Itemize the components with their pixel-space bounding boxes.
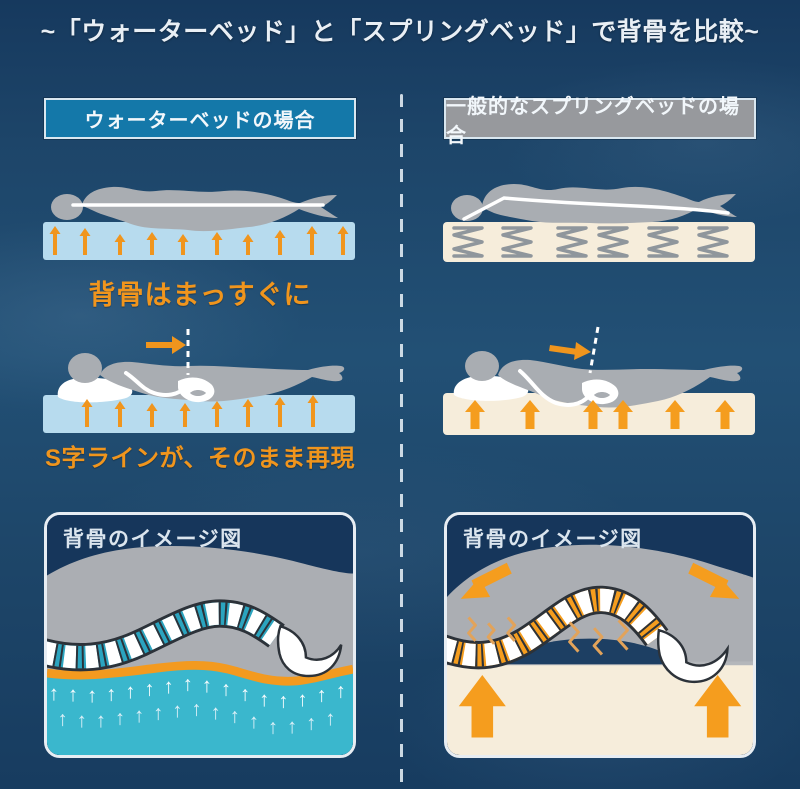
- uplift-arrows: [49, 226, 349, 255]
- svg-text:↑: ↑: [134, 704, 144, 727]
- springbed-topview-illustration: [443, 184, 755, 262]
- svg-text:↑: ↑: [125, 680, 135, 703]
- panel-title: 背骨のイメージ図: [63, 528, 243, 551]
- page-title: ~「ウォーターベッド」と「スプリングベッド」で背骨を比較~: [40, 18, 760, 46]
- svg-text:↑: ↑: [316, 684, 326, 707]
- svg-text:↑: ↑: [58, 708, 68, 731]
- uplift-arrows: [465, 400, 735, 429]
- water-pressure-arrows: ↑↑↑↑↑↑↑↑↑↑↑↑↑↑↑↑↑↑↑↑↑↑↑↑↑↑↑↑↑↑↑: [49, 673, 346, 739]
- s-curve-spine-line: [124, 371, 188, 397]
- svg-text:↑: ↑: [259, 688, 269, 711]
- svg-text:↑: ↑: [144, 678, 154, 701]
- waterbed-header: ウォーターベッドの場合: [44, 98, 356, 139]
- svg-text:↑: ↑: [230, 705, 240, 728]
- sacrum-shape: [276, 624, 343, 678]
- arm-notch: [190, 390, 206, 396]
- waterbed-caption-straight-spine: 背骨はまっすぐに: [88, 280, 312, 310]
- arm-notch: [594, 392, 610, 398]
- stress-squiggle-icons: [467, 616, 629, 656]
- svg-text:↑: ↑: [325, 707, 335, 730]
- svg-text:↑: ↑: [249, 710, 259, 733]
- svg-text:↑: ↑: [172, 699, 182, 722]
- waterbed-topview-illustration: [43, 186, 355, 260]
- spine-vertebrae-chain: [47, 599, 285, 672]
- springbed-header: 一般的なスプリングベッドの場合: [444, 96, 756, 147]
- spine-vertebrae-chain: [447, 585, 669, 670]
- svg-text:↑: ↑: [202, 674, 212, 697]
- support-surface-band: [47, 661, 353, 686]
- springbed-header-label: 一般的なスプリングベッドの場合: [446, 95, 740, 147]
- deep-curve-spine-line: [518, 369, 594, 407]
- sacrum-shape: [656, 628, 729, 684]
- waterbed-caption-s-line: S字ラインが、そのまま再現: [44, 445, 356, 472]
- body-silhouette: [465, 351, 743, 408]
- waterbed-spine-diagram: ↑↑↑↑↑↑↑↑↑↑↑↑↑↑↑↑↑↑↑↑↑↑↑↑↑↑↑↑↑↑↑: [47, 515, 353, 755]
- panel-title: 背骨のイメージ図: [463, 528, 643, 551]
- svg-text:↑: ↑: [49, 682, 59, 705]
- svg-text:↑: ↑: [297, 688, 307, 711]
- pillow: [57, 377, 133, 403]
- waterbed-sideview-illustration: [43, 329, 355, 433]
- svg-text:↑: ↑: [211, 701, 221, 724]
- svg-text:↑: ↑: [77, 709, 87, 732]
- svg-text:↑: ↑: [336, 680, 346, 703]
- svg-text:↑: ↑: [183, 673, 193, 696]
- svg-text:↑: ↑: [163, 675, 173, 698]
- svg-text:↑: ↑: [106, 682, 116, 705]
- springbed-spine-diagram: [447, 515, 753, 755]
- svg-text:↑: ↑: [240, 682, 250, 705]
- svg-text:↑: ↑: [278, 690, 288, 713]
- bent-spine-line: [462, 196, 730, 221]
- outward-pull-arrow-icons: [460, 562, 740, 599]
- svg-text:↑: ↑: [221, 678, 231, 701]
- svg-text:↑: ↑: [191, 698, 201, 721]
- shoulder-blade-shape: [582, 379, 619, 405]
- svg-text:↑: ↑: [87, 684, 97, 707]
- svg-text:↑: ↑: [268, 716, 278, 739]
- waterbed-spine-diagram-panel: 背骨のイメージ図 ↑↑↑↑↑↑↑↑↑↑↑↑↑↑↑↑↑↑↑↑↑↑↑↑↑↑↑↑↑↑↑: [44, 512, 356, 758]
- springbed-spine-diagram-panel: 背骨のイメージ図: [444, 512, 756, 758]
- column-divider-dashed-line: [400, 94, 403, 786]
- body-silhouette: [68, 353, 345, 402]
- body-silhouette: [51, 186, 338, 232]
- svg-text:↑: ↑: [115, 707, 125, 730]
- waterbed-header-label: ウォーターベッドの場合: [84, 110, 316, 132]
- uplift-arrows: [81, 395, 319, 427]
- pointer-arrow-icon: [549, 342, 591, 360]
- pointer-arrow-icon: [146, 336, 186, 354]
- alignment-dashed-line: [588, 326, 600, 374]
- svg-text:↑: ↑: [68, 683, 78, 706]
- svg-text:↑: ↑: [287, 715, 297, 738]
- svg-text:↑: ↑: [96, 709, 106, 732]
- spring-coil-icons: [452, 226, 729, 258]
- svg-text:↑: ↑: [153, 702, 163, 725]
- springbed-sideview-illustration: [443, 326, 755, 435]
- shoulder-blade-shape: [178, 377, 215, 403]
- svg-text:↑: ↑: [306, 711, 316, 734]
